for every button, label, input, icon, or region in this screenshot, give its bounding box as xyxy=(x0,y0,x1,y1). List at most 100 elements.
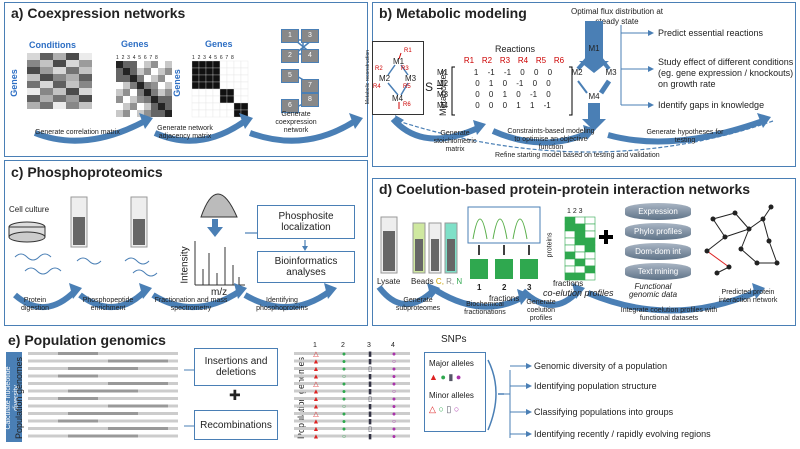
outcome-classifying: Classifying populations into groups xyxy=(534,407,674,417)
proteins-label: proteins xyxy=(546,232,554,258)
svg-text:▲: ▲ xyxy=(313,359,320,366)
genes-top-label-2: Genes xyxy=(205,39,233,49)
svg-text:△: △ xyxy=(313,381,319,388)
bioinformatics-analyses-box: Bioinformatics analyses xyxy=(257,251,355,283)
reaction-header: R2 xyxy=(481,56,493,65)
lysate-label: Lysate xyxy=(377,277,401,286)
functional-data-label: Functional genomic data xyxy=(628,282,678,299)
reaction-header: R3 xyxy=(499,56,511,65)
svg-text:○: ○ xyxy=(342,434,346,441)
outcome-essential: Predict essential reactions xyxy=(658,28,764,38)
outcome-conditions: Study effect of different conditions (eg… xyxy=(658,57,794,89)
flux-node: M3 xyxy=(605,68,617,77)
svg-text:▮: ▮ xyxy=(368,434,372,441)
reactions-label: Reactions xyxy=(495,44,536,54)
svg-text:●: ● xyxy=(392,396,396,403)
recon-node: M1 xyxy=(393,57,405,66)
minor-allele-icons: △ ○ ▯ ○ xyxy=(429,404,460,414)
svg-text:▲: ▲ xyxy=(313,374,320,381)
svg-text:▮: ▮ xyxy=(368,374,372,381)
svg-text:▯: ▯ xyxy=(368,396,372,403)
snp-column-number: 3 xyxy=(367,342,371,349)
genes-top-label-1: Genes xyxy=(121,39,149,49)
panel-d-title: d) Coelution-based protein-protein inter… xyxy=(379,181,751,197)
b-step-stoich: Generate stoichiometric matrix xyxy=(433,130,477,153)
b-step-arrow-3 xyxy=(607,118,765,145)
snp-legend: SNPs Major alleles ▲ ● ▮ ● Minor alleles… xyxy=(424,335,486,432)
reaction-header: R1 xyxy=(463,56,475,65)
panel-phosphoproteomics: c) Phosphoproteomics Cell culture xyxy=(4,160,368,326)
b-refine: Refine starting model based on testing a… xyxy=(495,152,660,159)
panel-c-title: c) Phosphoproteomics xyxy=(11,164,163,180)
minor-alleles-label: Minor alleles xyxy=(429,391,474,400)
panel-population: e) Population genomics Calculate nucleot… xyxy=(4,330,796,446)
recon-graphic xyxy=(387,21,774,153)
outcome-gaps: Identify gaps in knowledge xyxy=(658,100,765,110)
coelution-profiles-label: co-elution profiles xyxy=(543,288,614,298)
flux-node: M2 xyxy=(571,68,583,77)
panel-b-title: b) Metabolic modeling xyxy=(379,5,527,21)
intensity-label: Intensity xyxy=(179,246,191,284)
flux-node: M1 xyxy=(588,44,600,53)
svg-text:●: ● xyxy=(342,359,346,366)
recon-reaction: R2 xyxy=(375,66,383,72)
b-step-hypotheses: Generate hypotheses for testing xyxy=(646,129,724,144)
snps-title: SNPs xyxy=(441,334,467,345)
svg-text:▲: ▲ xyxy=(313,404,320,411)
svg-text:●: ● xyxy=(342,411,346,418)
svg-text:▮: ▮ xyxy=(368,389,372,396)
snp-column-number: 4 xyxy=(391,342,395,349)
b-step-arrow-1 xyxy=(390,116,480,142)
adj-col-numbers: 1 2 3 4 5 6 7 8 xyxy=(192,55,234,61)
expression-heatmap xyxy=(27,53,92,109)
b-step-arrow-2 xyxy=(491,128,590,146)
fraction-number-2: 2 xyxy=(502,283,507,292)
svg-text:●: ● xyxy=(392,366,396,373)
recon-label: Metabolic reconstruction xyxy=(365,49,372,105)
svg-text:●: ● xyxy=(342,396,346,403)
svg-text:●: ● xyxy=(342,426,346,433)
panel-e-title: e) Population genomics xyxy=(8,332,166,348)
svg-text:▮: ▮ xyxy=(368,351,372,358)
panel-coexpression: a) Coexpression networks Conditions Gene… xyxy=(4,2,368,157)
c-step-enrichment: Phosphopeptide enrichment xyxy=(82,297,134,312)
fraction-number-1: 1 xyxy=(477,283,482,292)
svg-text:△: △ xyxy=(313,411,319,418)
recon-reaction: R4 xyxy=(373,84,381,90)
cell-culture-label: Cell culture xyxy=(9,205,50,214)
svg-text:●: ● xyxy=(392,381,396,388)
svg-text:●: ● xyxy=(392,411,396,418)
recon-box xyxy=(372,41,424,115)
c-step-digestion: Protein digestion xyxy=(20,297,50,312)
svg-text:▲: ▲ xyxy=(313,396,320,403)
svg-text:●: ● xyxy=(342,351,346,358)
snp-column-number: 1 xyxy=(313,342,317,349)
s-label: S = xyxy=(425,80,444,94)
recon-reaction: R1 xyxy=(404,48,412,54)
conditions-label: Conditions xyxy=(29,40,76,50)
db-layer: Dom-dom int xyxy=(625,243,691,260)
step-label-adjacency: Generate network adjacency matrix xyxy=(157,125,213,140)
outcome-genomic-diversity: Genomic diversity of a population xyxy=(534,361,668,371)
predicted-network-label: Predicted protein interaction network xyxy=(718,289,778,304)
metabolite-row-label: M2 xyxy=(437,79,449,88)
outcome-population-structure: Identifying population structure xyxy=(534,381,657,391)
metabolite-row-label: M3 xyxy=(437,90,449,99)
svg-text:▲: ▲ xyxy=(313,426,320,433)
snp-column-number: 2 xyxy=(341,342,345,349)
svg-text:○: ○ xyxy=(392,419,396,426)
step-arrow-1 xyxy=(33,118,147,144)
d-step-fractionations: Biochemical fractionations xyxy=(464,301,506,316)
reaction-header: R4 xyxy=(517,56,529,65)
flux-title: Optimal flux distribution at steady stat… xyxy=(570,7,664,26)
reaction-header: R5 xyxy=(535,56,547,65)
svg-text:▮: ▮ xyxy=(368,381,372,388)
step-arrow-3 xyxy=(248,118,357,144)
network-node: 1 xyxy=(281,29,299,43)
matrix-row: 0 1 0 -1 0 0 xyxy=(475,79,551,88)
metabolite-row-label: M4 xyxy=(437,101,449,110)
outcome-evolving: Identifying recently / rapidly evolving … xyxy=(534,429,711,439)
panel-coelution: d) Coelution-based protein-protein inter… xyxy=(372,178,796,326)
metabolite-row-label: M1 xyxy=(437,68,449,77)
major-alleles-label: Major alleles xyxy=(429,359,474,368)
